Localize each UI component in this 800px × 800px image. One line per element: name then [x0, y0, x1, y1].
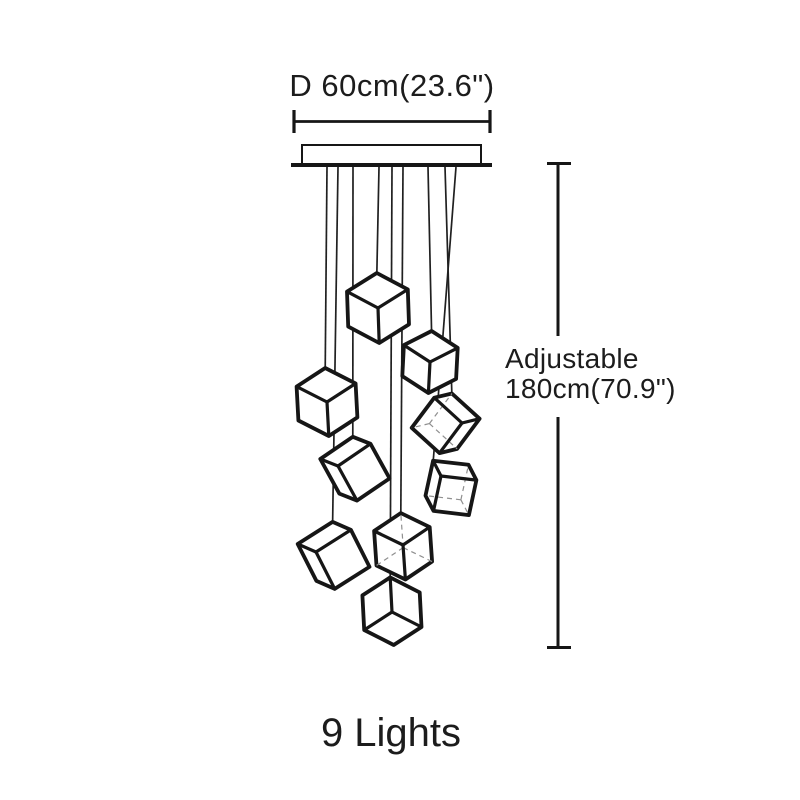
- cube-inner-edge: [372, 529, 405, 547]
- cube-outline: [318, 434, 392, 503]
- cube-outline: [295, 520, 372, 591]
- pendant-cube-5: [318, 434, 392, 503]
- cube-inner-edge: [336, 442, 373, 468]
- cube-hidden-edge: [460, 464, 470, 500]
- cube-hidden-edge: [428, 393, 453, 424]
- cube-inner-edge: [439, 474, 478, 482]
- cube-inner-edge: [336, 464, 359, 503]
- cube-hidden-edge: [460, 499, 470, 516]
- cube-inner-edge: [431, 474, 443, 513]
- cube-inner-edge: [388, 575, 394, 614]
- pendant-cube-8: [372, 511, 434, 582]
- cube-inner-edge: [376, 287, 410, 310]
- suspension-cord-9: [389, 166, 393, 580]
- cube-hidden-edge: [400, 513, 404, 548]
- height-dimension-line: [547, 162, 571, 649]
- pendant-cube-6: [423, 458, 479, 517]
- suspension-cord-2: [427, 166, 433, 334]
- suspension-cord-3: [324, 166, 328, 371]
- cube-inner-edge: [432, 396, 464, 425]
- pendant-cube-3: [294, 366, 360, 438]
- cube-inner-edge: [362, 610, 394, 632]
- cube-inner-edge: [431, 459, 443, 478]
- cube-hidden-edge: [425, 495, 461, 501]
- height-label-line1: Adjustable: [505, 343, 639, 374]
- diameter-dimension-line: [292, 110, 492, 133]
- cube-inner-edge: [437, 421, 464, 455]
- cube-inner-edge: [314, 528, 353, 554]
- cube-hidden-edge: [411, 423, 430, 429]
- cube-inner-edge: [460, 417, 482, 425]
- cube-inner-edge: [401, 543, 407, 582]
- height-label-line2: 180cm(70.9"): [505, 373, 676, 404]
- cube-inner-edge: [376, 306, 381, 345]
- cube-hidden-edge: [428, 423, 458, 450]
- pendant-cube-9: [360, 575, 424, 647]
- lights-count-label: 9 Lights: [320, 711, 462, 755]
- cube-inner-edge: [426, 360, 432, 395]
- diameter-label: D 60cm(23.6"): [289, 68, 495, 103]
- canopy-plate: [301, 144, 482, 165]
- cube-inner-edge: [296, 542, 318, 554]
- pendant-cube-1: [345, 271, 411, 345]
- cube-inner-edge: [402, 343, 432, 364]
- pendant-cube-4: [409, 391, 482, 455]
- cube-inner-edge: [345, 290, 380, 310]
- cube-inner-edge: [318, 457, 340, 468]
- pendant-cube-7: [295, 520, 372, 591]
- cube-inner-edge: [401, 525, 432, 547]
- cube-inner-edge: [390, 610, 424, 629]
- cube-inner-edge: [325, 400, 331, 438]
- suspension-cord-1: [375, 166, 380, 276]
- pendant-cube-2: [400, 329, 460, 395]
- suspension-cord-8: [399, 166, 404, 516]
- cube-inner-edge: [295, 385, 329, 404]
- cube-inner-edge: [314, 550, 337, 591]
- cube-inner-edge: [428, 346, 460, 364]
- pendant-cubes: [294, 271, 482, 647]
- cube-inner-edge: [325, 381, 358, 404]
- ceiling-canopy: [291, 144, 492, 167]
- height-label: Adjustable 180cm(70.9"): [505, 344, 676, 404]
